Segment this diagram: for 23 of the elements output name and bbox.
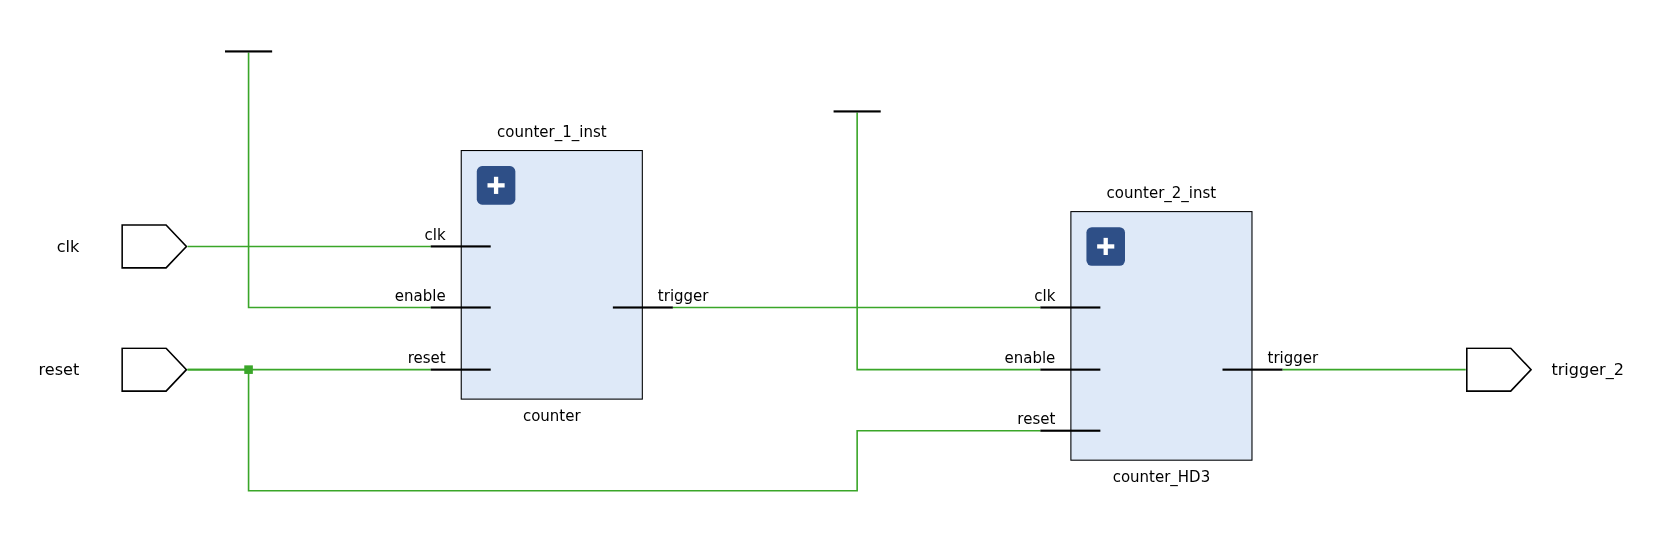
pin-label: enable: [1004, 349, 1056, 367]
module-instance-name: counter_2_inst: [1105, 183, 1218, 203]
wire: [186, 245, 432, 248]
module-instance-name: counter_1_inst: [495, 122, 608, 142]
wire: [1281, 368, 1467, 371]
supply-symbol: [833, 110, 881, 113]
pin-label: clk: [424, 226, 446, 244]
module-type-name: counter: [521, 406, 582, 426]
pin-label: trigger: [657, 287, 709, 305]
pin-label: reset: [1017, 410, 1056, 428]
pin-label: enable: [394, 287, 446, 305]
wire: [247, 51, 432, 309]
port-label: clk: [56, 236, 80, 257]
port-label: trigger_2: [1551, 360, 1624, 380]
pin-label: clk: [1034, 287, 1056, 305]
wire: [856, 111, 1042, 371]
pin-label: reset: [407, 349, 446, 367]
supply-symbol: [225, 50, 273, 53]
wire: [672, 306, 1042, 309]
port-label: reset: [38, 360, 80, 380]
module-type-name: counter_HD3: [1111, 467, 1212, 487]
wire: [186, 368, 1042, 492]
pin-label: trigger: [1267, 349, 1319, 367]
